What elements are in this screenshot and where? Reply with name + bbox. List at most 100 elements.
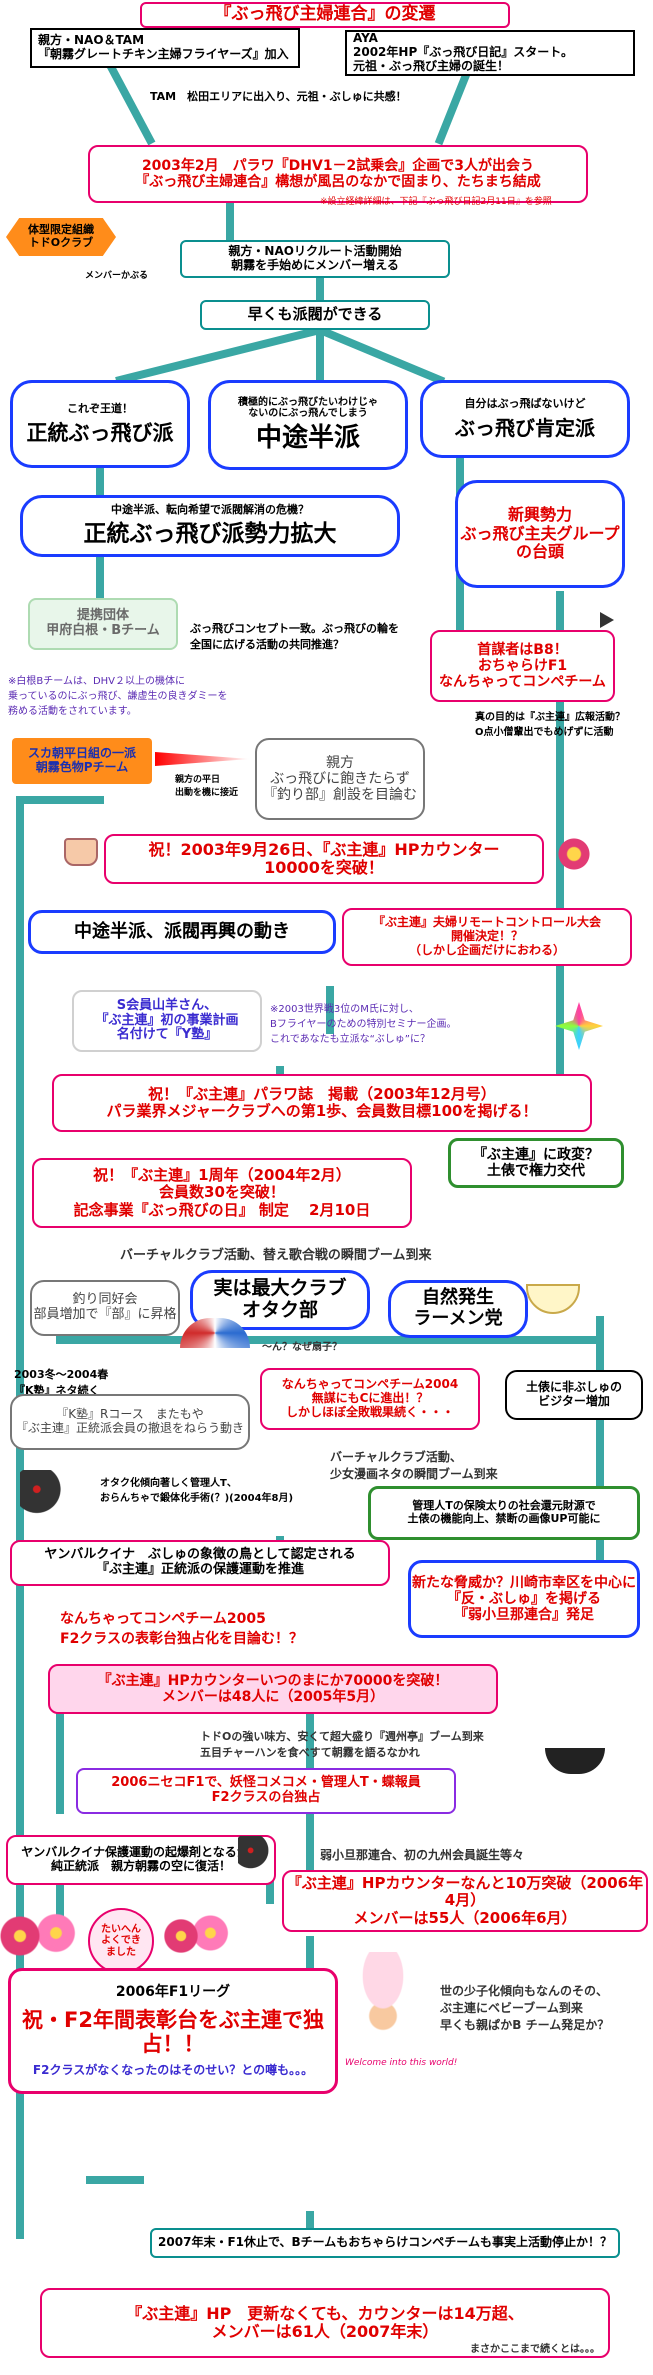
factions-text: 早くも派閥ができる	[247, 305, 383, 324]
expand-box: 中途半派、転向希望で派閥解消の危機？ 正統ぶっ飛び派勢力拡大	[20, 495, 400, 557]
yama-text: S会員山羊さん、 『ぶ主連』初の事業計画 名付けて『Y塾』	[95, 997, 239, 1043]
anniv-text: 祝！『ぶ主連』1周年（2004年2月） 会員数30を突破！ 記念事業『ぶっ飛びの…	[73, 1166, 371, 1219]
end2007-box: 2007年末・F1休止で、Bチームもおちゃらけコンペチームも事実上活動停止か！？	[150, 2228, 620, 2258]
flower-cluster-left-icon	[0, 1906, 80, 1966]
magazine-text: 祝！『ぶ主連』パラワ誌 掲載（2003年12月号） パラ業界メジャークラブへの第…	[106, 1084, 538, 1120]
magazine-box: 祝！『ぶ主連』パラワ誌 掲載（2003年12月号） パラ業界メジャークラブへの第…	[52, 1074, 592, 1132]
yanbaru2-box: ヤンバルクイナ保護運動の起爆剤となるか？ 純正統派 親方朝霧の空に復活！	[6, 1835, 276, 1885]
leader-box: 首謀者はB8！ おちゃらけF1 なんちゃってコンペチーム	[430, 630, 615, 702]
counter2006-box: 『ぶ主連』HPカウンターなんと10万突破（2006年4月） メンバーは55人（2…	[282, 1870, 648, 1932]
anniv-box: 祝！『ぶ主連』1周年（2004年2月） 会員数30を突破！ 記念事業『ぶっ飛びの…	[32, 1158, 412, 1228]
ramen-text: 自然発生 ラーメン党	[413, 1287, 503, 1329]
kanrijin-box: 管理人Tの保険太りの社会還元財源で 土俵の機能向上、禁断の画像UP可能に	[368, 1486, 640, 1540]
dohyo-text: 土俵に非ぶしゅの ビジター増加	[525, 1380, 622, 1408]
oyakata-start-text: 親方・NAO＆TAM 『朝霧グレートチキン主婦フライヤーズ』加入	[38, 33, 289, 61]
counter2003-text: 祝！2003年9月26日、『ぶ主連』HPカウンター 10000を突破！	[148, 839, 500, 877]
factions-box: 早くも派閥ができる	[200, 300, 430, 330]
fishing-text: 親方 ぶっ飛びに飽きたらず 『釣り部』創設を目論む	[263, 754, 417, 804]
fishing-box: 親方 ぶっ飛びに飽きたらず 『釣り部』創設を目論む	[255, 738, 425, 820]
baby-note: 世の少子化傾向もなんのその、 ぶ主連にベビーブーム到来 早くも親ぱかB チーム発…	[440, 1984, 610, 2032]
positive-label: ぶっ飛び肯定派	[455, 415, 595, 440]
expand-label: 正統ぶっ飛び派勢力拡大	[83, 521, 337, 548]
orthodox-box: これぞ王道！ 正統ぶっ飛び派	[10, 380, 190, 468]
compe2004-box: なんちゃってコンペチーム2004 無謀にもCに進出！？ しかしほぼ全敗戦果続く・…	[260, 1368, 480, 1430]
new-force-box: 新興勢力 ぶっ飛び主夫グループ の台頭	[455, 480, 625, 588]
remote-box: 『ぶ主連』夫婦リモートコントロール大会 開催決定！？ （しかし企画だけにおわる）	[342, 908, 632, 966]
welcome-label: Welcome into this world!	[345, 2058, 458, 2068]
kawasaki-text: 新たな脅威か？川崎市幸区を中心に 『反・ぶしゅ』を掲げる 『弱小旦那連合』発足	[412, 1574, 636, 1624]
suka-text: スカ朝平日組の一派 朝霧色物Pチーム	[27, 746, 136, 774]
arrow-top-right	[434, 59, 476, 146]
support-text: 提携団体 甲府白根・Bチーム	[46, 608, 160, 638]
middle-box: 積極的にぶっ飛びたいわけじゃ ないのにぶっ飛んでしまう 中途半派	[208, 380, 408, 470]
aya-start-text: AYA 2002年HP『ぶっ飛び日記』スタート。 元祖・ぶっ飛び主婦の誕生！	[353, 31, 573, 73]
niseko-text: 2006ニセコF1で、妖怪コメコメ・管理人T・蝶報員 F2クラスの台独占	[111, 1775, 421, 1805]
f1-2006-head: 2006年F1リーグ	[115, 1983, 231, 2000]
club-text: 体型限定組織 トドOクラブ	[28, 223, 94, 249]
arrow-top-left	[104, 59, 156, 146]
aya-start-box: AYA 2002年HP『ぶっ飛び日記』スタート。 元祖・ぶっ飛び主婦の誕生！	[345, 30, 635, 76]
toto-note: トドOの強い味方、安くて超大盛り『週州亭』ブーム到来 五目チャーハンを食べすて朝…	[200, 1730, 484, 1759]
suka-box: スカ朝平日組の一派 朝霧色物Pチーム	[12, 738, 152, 784]
positive-sub: 自分はぶっ飛ばないけど	[464, 397, 586, 411]
oyakata-start-box: 親方・NAO＆TAM 『朝霧グレートチキン主婦フライヤーズ』加入	[30, 28, 300, 68]
feb2003-box: 2003年2月 パラワ『DHV1－2試乗会』企画で3人が出会う 『ぶっ飛び主婦連…	[88, 145, 588, 203]
page-title: 『ぶっ飛び主婦連合』の変遷	[140, 2, 510, 28]
reunion-text: 中途半派、派閥再興の動き	[74, 920, 290, 942]
new-force-text: 新興勢力 ぶっ飛び主夫グループ の台頭	[460, 505, 620, 562]
flag-icon	[600, 612, 614, 628]
member-note: メンバーかぶる	[85, 271, 149, 281]
f1-2006-sub: F2クラスがなくなったのはそのせい？との噂も。。。	[32, 2063, 314, 2078]
kyushu-note: 弱小旦那連合、初の九州会員誕生等々	[320, 1848, 525, 1862]
leader-text: 首謀者はB8！ おちゃらけF1 なんちゃってコンペチーム	[439, 641, 606, 691]
reunion-box: 中途半派、派閥再興の動き	[28, 910, 336, 954]
final-note: まさかここまで続くとは。。。	[470, 2344, 600, 2355]
suka-note: 親方の平日 出動を機に接近	[175, 775, 239, 798]
final-box: 『ぶ主連』HP 更新なくても、カウンターは14万超、 メンバーは61人（2007…	[40, 2288, 610, 2358]
orthodox-sub: これぞ王道！	[67, 401, 133, 415]
counter2005-text: 『ぶ主連』HPカウンターいつのまにか70000を突破！ メンバーは48人に（20…	[97, 1672, 449, 1705]
flower-cluster-right-icon	[160, 1906, 230, 1966]
otaku-note: オタク化傾向著しく管理人T、 おらんちゃで鍛体化手術(？)(2004年8月)	[100, 1478, 294, 1504]
feb2003-note: ※設立経緯詳細は、下記『ぶっ飛び日記2月11日』を参照	[320, 197, 552, 207]
counter2003-box: 祝！2003年9月26日、『ぶ主連』HPカウンター 10000を突破！	[104, 834, 544, 884]
fishing-club-text: 釣り同好会 部員増加で『部』に昇格	[33, 1292, 177, 1322]
yanbaru-box: ヤンバルクイナ ぶしゅの象徴の鳥として認定される 『ぶ主連』正統派の保護運動を推…	[10, 1540, 390, 1586]
support-foot: ※白根Bチームは、DHV２以上の機体に 乗っているのにぶっ飛び、謙虚生の良きダミ…	[8, 676, 228, 717]
yanbaru2-text: ヤンバルクイナ保護運動の起爆剤となるか？ 純正統派 親方朝霧の空に復活！	[21, 1845, 261, 1873]
sensu-note: ～ん？なぜ扇子？	[262, 1342, 342, 1353]
kanrijin-text: 管理人Tの保険太りの社会還元財源で 土俵の機能向上、禁断の画像UP可能に	[407, 1499, 601, 1525]
middle-label: 中途半派	[255, 422, 360, 453]
kjuku-text: 『K塾』Rコース またもや 『ぶ主連』正統派会員の撤退をねらう動き	[15, 1407, 244, 1435]
yama-box: S会員山羊さん、 『ぶ主連』初の事業計画 名付けて『Y塾』	[72, 990, 262, 1052]
kawasaki-box: 新たな脅威か？川崎市幸区を中心に 『反・ぶしゅ』を掲げる 『弱小旦那連合』発足	[408, 1560, 640, 1638]
bird-icon-2	[238, 1836, 274, 1872]
otaku-box: 実は最大クラブ オタク部	[190, 1270, 370, 1330]
otaku-text: 実は最大クラブ オタク部	[213, 1277, 347, 1321]
support-note: ぶっ飛びコンセプト一致。ぶっ飛びの輪を 全国に広げる活動の共同推進？	[190, 622, 399, 651]
counter2006-text: 『ぶ主連』HPカウンターなんと10万突破（2006年4月） メンバーは55人（2…	[286, 1874, 644, 1927]
cake-icon	[64, 838, 98, 866]
end2007-text: 2007年末・F1休止で、Bチームもおちゃらけコンペチームも事実上活動停止か！？	[158, 2235, 612, 2250]
dohyo-box: 土俵に非ぶしゅの ビジター増加	[505, 1370, 643, 1420]
yanbaru-text: ヤンバルクイナ ぶしゅの象徴の鳥として認定される 『ぶ主連』正統派の保護運動を推…	[44, 1547, 356, 1577]
orthodox-label: 正統ぶっ飛び派	[26, 421, 174, 446]
remote-text: 『ぶ主連』夫婦リモートコントロール大会 開催決定！？ （しかし企画だけにおわる）	[372, 915, 601, 957]
yama-note: ※2003世界戦3位のM氏に対し、 Bフライヤーのための特別セミナー企画。 これ…	[270, 1004, 457, 1045]
bubble-badge: たいへん よくでき ました	[88, 1908, 154, 1974]
politics-text: 『ぶ主連』に政変？ 土俵で権力交代	[473, 1146, 599, 1179]
virtual2-note: バーチャルクラブ活動、 少女漫画ネタの瞬間ブーム到来	[330, 1450, 498, 1481]
leader-note: 真の目的は『ぶ主連』広報活動？ O点小僧輩出でもめげずに活動	[475, 712, 625, 738]
expand-sub: 中途半派、転向希望で派閥解消の危機？	[111, 503, 309, 517]
counter2005-box: 『ぶ主連』HPカウンターいつのまにか70000を突破！ メンバーは48人に（20…	[48, 1664, 498, 1714]
niseko-box: 2006ニセコF1で、妖怪コメコメ・管理人T・蝶報員 F2クラスの台独占	[76, 1768, 456, 1814]
tam-note: TAM 松田エリアに出入り、元祖・ぶしゅに共感！	[150, 90, 407, 103]
bubble-text: たいへん よくでき ました	[101, 1923, 141, 1958]
bird-icon	[20, 1470, 68, 1518]
ramen-box: 自然発生 ラーメン党	[388, 1280, 528, 1338]
kjuku-box: 『K塾』Rコース またもや 『ぶ主連』正統派会員の撤退をねらう動き	[10, 1394, 250, 1450]
recruit-text: 親方・NAOリクルート活動開始 朝霧を手始めにメンバー増える	[228, 244, 402, 272]
compe2005-note: なんちゃってコンペチーム2005 F2クラスの表彰台独占化を目論む！？	[60, 1611, 304, 1647]
final-text: 『ぶ主連』HP 更新なくても、カウンターは14万超、 メンバーは61人（2007…	[126, 2303, 524, 2341]
support-box: 提携団体 甲府白根・Bチーム	[28, 598, 178, 650]
